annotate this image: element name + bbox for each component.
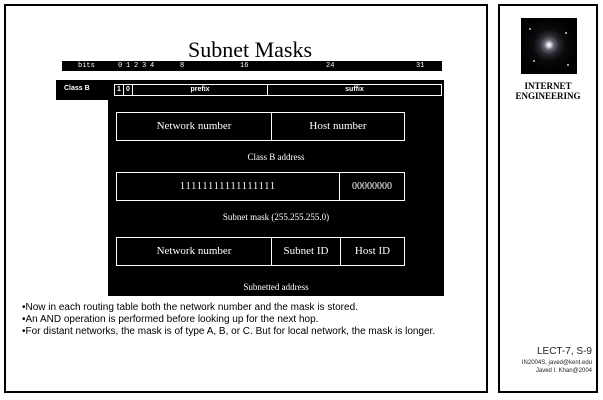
- bit-tick-31: 31: [416, 62, 425, 70]
- address-diagram-panel: Network number Host number Class B addre…: [108, 100, 444, 296]
- galaxy-logo-icon: [521, 18, 577, 74]
- mask-ones: 11111111111111111: [179, 181, 277, 192]
- bullet-item-2: •An AND operation is performed before lo…: [22, 314, 319, 325]
- prefix-field: prefix: [132, 84, 268, 96]
- slide-frame: Subnet Masks bits 0 1 2 3 4 8 16 24 31 C…: [4, 4, 488, 393]
- bit-tick-4: 4: [150, 62, 155, 70]
- lecture-slide-number: LECT-7, S-9: [536, 346, 592, 357]
- bit-tick-0: 0: [118, 62, 123, 70]
- author-copyright-line: Javed I. Khan@2004: [535, 368, 592, 374]
- host-number-label: Host number: [309, 120, 367, 132]
- host-id-box: Host ID: [340, 237, 405, 266]
- bit-tick-8: 8: [180, 62, 185, 70]
- bullet-list: •Now in each routing table both the netw…: [22, 302, 484, 338]
- subnet-id-label: Subnet ID: [283, 245, 329, 257]
- bit-tick-24: 24: [326, 62, 335, 70]
- course-email-line: IN2004S, javed@kent.edu: [521, 360, 592, 366]
- bits-scale-row: bits 0 1 2 3 4 8 16 24 31: [62, 61, 442, 71]
- class-b-address-caption: Class B address: [247, 152, 305, 162]
- class-b-label: Class B: [64, 85, 90, 92]
- bullet-item-1: •Now in each routing table both the netw…: [22, 302, 358, 313]
- network-number-box: Network number: [116, 112, 272, 141]
- bit-tick-16: 16: [240, 62, 249, 70]
- subnetted-network-number-label: Network number: [156, 245, 232, 257]
- host-id-label: Host ID: [354, 245, 391, 257]
- subnet-id-box: Subnet ID: [271, 237, 341, 266]
- suffix-field: suffix: [267, 84, 442, 96]
- mask-zeros-box: 00000000: [339, 172, 405, 201]
- bit-tick-2: 2: [134, 62, 139, 70]
- bits-label: bits: [78, 62, 95, 70]
- bullet-item-3: •For distant networks, the mask is of ty…: [22, 326, 436, 337]
- course-title-line-1: INTERNET: [524, 81, 572, 91]
- course-title-line-2: ENGINEERING: [515, 91, 581, 101]
- mask-zeros: 00000000: [352, 181, 392, 192]
- sidebar-frame: INTERNET ENGINEERING LECT-7, S-9 IN2004S…: [498, 4, 598, 393]
- subnetted-network-number-box: Network number: [116, 237, 272, 266]
- slide-title: Subnet Masks: [187, 37, 313, 62]
- subnet-mask-caption: Subnet mask (255.255.255.0): [222, 212, 330, 222]
- host-number-box: Host number: [271, 112, 405, 141]
- course-title: INTERNET ENGINEERING: [500, 81, 596, 101]
- class-b-row: Class B 1 0 prefix suffix: [56, 80, 444, 100]
- network-number-label: Network number: [156, 120, 232, 132]
- bit-tick-3: 3: [142, 62, 147, 70]
- bit-tick-1: 1: [126, 62, 131, 70]
- subnetted-address-caption: Subnetted address: [243, 282, 309, 292]
- mask-ones-box: 11111111111111111: [116, 172, 340, 201]
